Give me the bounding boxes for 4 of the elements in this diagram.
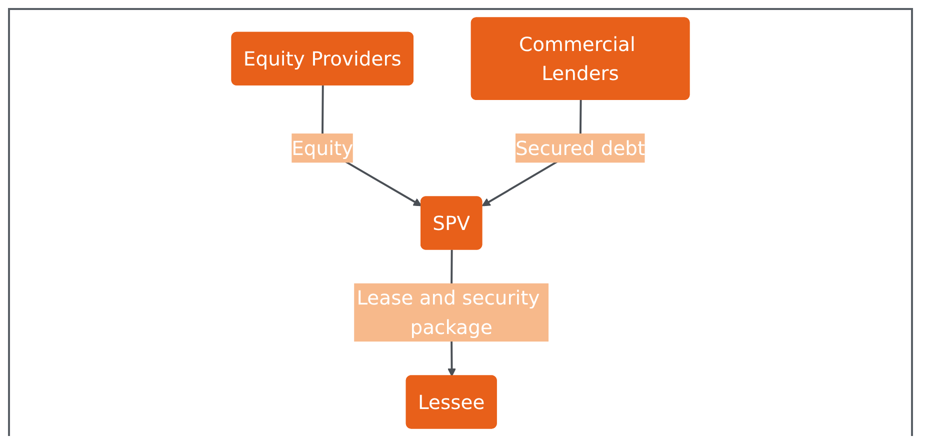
edge-label: Equity xyxy=(292,136,354,160)
diagram-frame: Equity Secured debt Lease and security package Equity Providers Commercial Lenders SPV Lessee xyxy=(8,8,913,436)
edge-label: Lease and security package xyxy=(356,286,540,339)
edge-label: Secured debt xyxy=(515,136,646,160)
